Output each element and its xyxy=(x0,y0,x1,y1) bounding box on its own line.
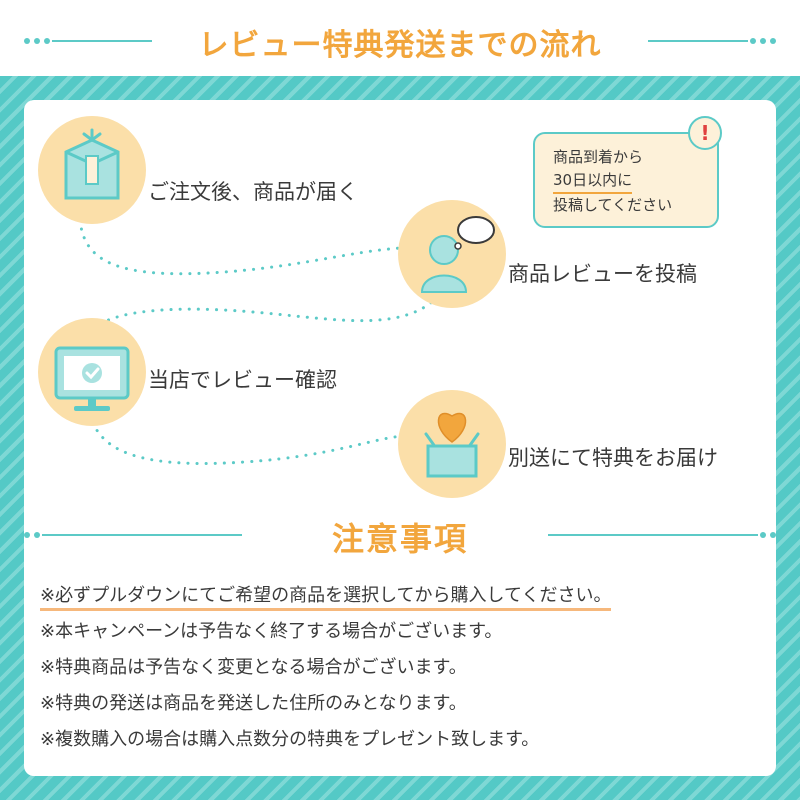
step-1-circle xyxy=(38,116,146,224)
step-2-label: 商品レビューを投稿 xyxy=(508,262,697,286)
decor-dot xyxy=(770,38,776,44)
step-1-label: ご注文後、商品が届く xyxy=(148,180,358,204)
alert-icon: ! xyxy=(688,116,722,150)
gift-heart-icon xyxy=(424,412,480,478)
step-3-circle xyxy=(38,318,146,426)
notes-title: 注意事項 xyxy=(331,520,468,558)
monitor-check-icon xyxy=(54,346,130,411)
note-item: ※特典の発送は商品を発送した住所のみとなります。 xyxy=(40,693,467,714)
bubble-line-1: 商品到着から xyxy=(553,148,644,166)
note-item: ※特典商品は予告なく変更となる場合がございます。 xyxy=(40,657,467,678)
decor-dot xyxy=(24,532,30,538)
header-band xyxy=(0,0,800,76)
notes-list: ※必ずプルダウンにてご希望の商品を選択してから購入してください。 ※本キャンペー… xyxy=(40,578,760,758)
step-3-label: 当店でレビュー確認 xyxy=(148,368,337,392)
decor-line-right xyxy=(548,534,758,536)
note-item: ※必ずプルダウンにてご希望の商品を選択してから購入してください。 xyxy=(40,578,760,614)
decor-line-left xyxy=(52,40,152,42)
note-text: ※必ずプルダウンにてご希望の商品を選択してから購入してください。 xyxy=(40,585,612,611)
package-icon xyxy=(64,128,120,200)
step-4-circle xyxy=(398,390,506,498)
deadline-bubble: 商品到着から 30日以内に 投稿してください xyxy=(533,132,719,228)
step-2-circle xyxy=(398,200,506,308)
decor-dot xyxy=(44,38,50,44)
flow-connector-lines xyxy=(78,218,446,465)
page-title: レビュー特典発送までの流れ xyxy=(198,28,602,63)
user-thinking-icon xyxy=(420,216,495,293)
decor-dot xyxy=(24,38,30,44)
note-item: ※本キャンペーンは予告なく終了する場合がございます。 xyxy=(40,621,503,642)
note-item: ※複数購入の場合は購入点数分の特典をプレゼント致します。 xyxy=(40,729,540,750)
decor-dot xyxy=(760,38,766,44)
decor-dot xyxy=(750,38,756,44)
decor-dot xyxy=(760,532,766,538)
header: レビュー特典発送までの流れ xyxy=(0,14,800,66)
decor-line-right xyxy=(648,40,748,42)
decor-dot xyxy=(770,532,776,538)
bubble-line-3: 投稿してください xyxy=(553,196,673,214)
bubble-line-2: 30日以内に xyxy=(553,169,633,194)
notes-header: 注意事項 xyxy=(24,512,776,558)
decor-dot xyxy=(34,38,40,44)
decor-dot xyxy=(34,532,40,538)
step-4-label: 別送にて特典をお届け xyxy=(508,446,718,470)
content-card: ご注文後、商品が届く 商品到着から 30日以内に 投稿してください ! 商品レビ… xyxy=(24,100,776,776)
decor-line-left xyxy=(42,534,242,536)
